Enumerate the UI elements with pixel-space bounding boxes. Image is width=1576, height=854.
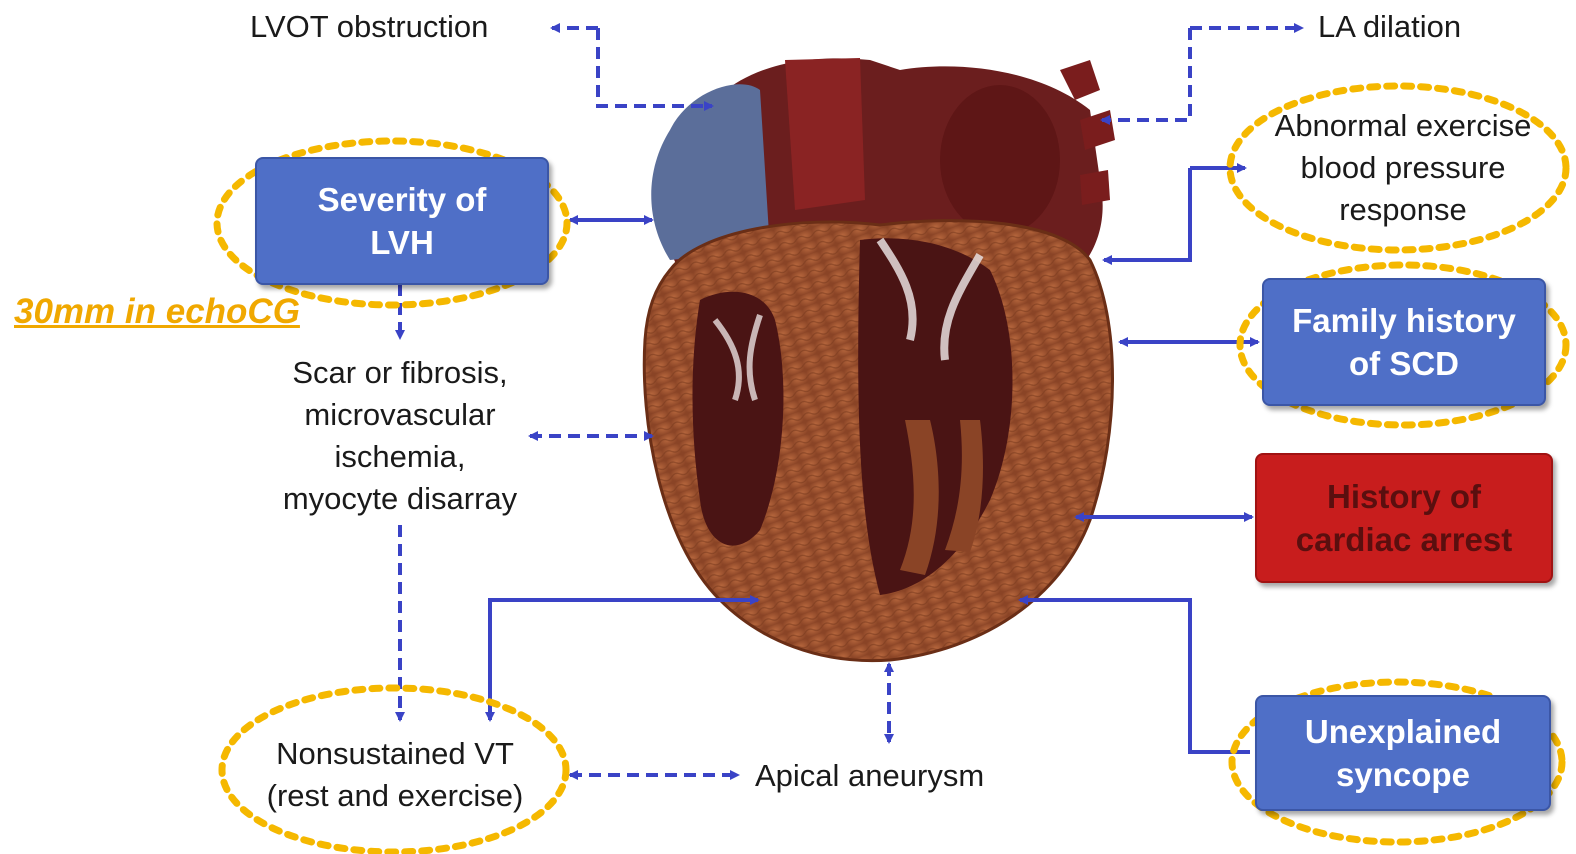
label-apical-aneurysm: Apical aneurysm (755, 755, 1025, 797)
label-la-dilation: LA dilation (1318, 6, 1518, 48)
connector-lvot (552, 28, 712, 106)
annotation-30mm-echocg: 30mm in echoCG (14, 292, 300, 332)
label-scar-fibrosis: Scar or fibrosis, microvascular ischemia… (248, 352, 552, 520)
label-lvot-obstruction: LVOT obstruction (250, 6, 550, 48)
box-history-cardiac-arrest: History of cardiac arrest (1255, 453, 1553, 583)
box-unexplained-syncope: Unexplained syncope (1255, 695, 1551, 811)
heart-cross-section-icon (644, 58, 1115, 661)
box-family-history-scd: Family history of SCD (1262, 278, 1546, 406)
connector-nsvt (490, 600, 758, 720)
label-nsvt: Nonsustained VT (rest and exercise) (240, 733, 550, 817)
label-bp-response: Abnormal exercise blood pressure respons… (1248, 105, 1558, 231)
box-severity-lvh: Severity of LVH (255, 157, 549, 285)
connector-bp (1104, 168, 1245, 260)
connector-syncope (1020, 600, 1250, 752)
